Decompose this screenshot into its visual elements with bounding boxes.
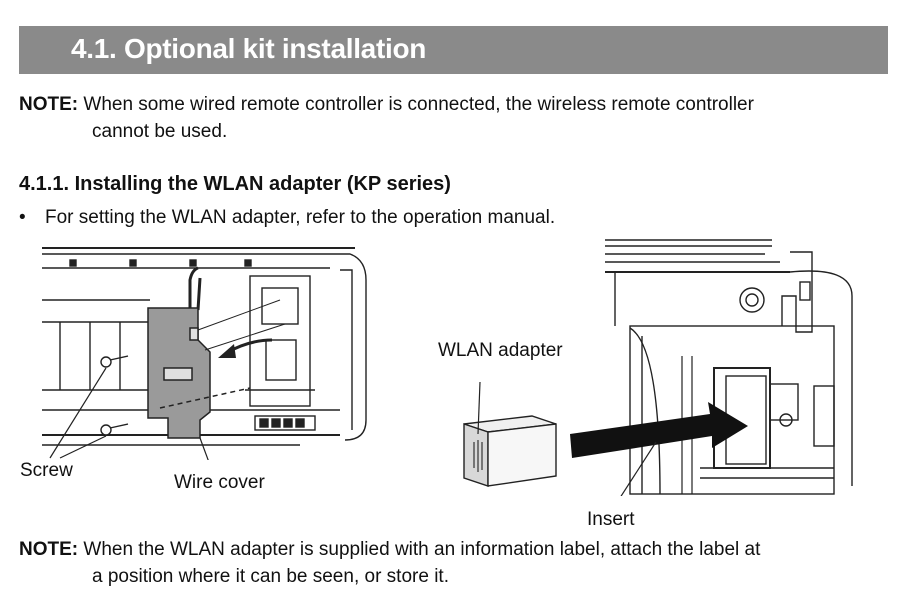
note-label: NOTE: — [19, 539, 79, 560]
note-text-line1: When some wired remote controller is con… — [83, 94, 754, 115]
bullet-symbol: • — [19, 207, 26, 228]
label-wire-cover: Wire cover — [174, 472, 265, 493]
figure-wlan-adapter-insertion — [463, 239, 853, 496]
note-text-line2: a position where it can be seen, or stor… — [92, 566, 449, 587]
label-screw: Screw — [20, 460, 73, 481]
figure-wire-cover-installation — [42, 247, 367, 460]
label-insert: Insert — [587, 509, 635, 530]
note-information-label: NOTE: When the WLAN adapter is supplied … — [19, 536, 889, 590]
note-text-line1: When the WLAN adapter is supplied with a… — [83, 539, 761, 560]
note-wired-remote: NOTE: When some wired remote controller … — [19, 91, 889, 145]
bullet-item: • For setting the WLAN adapter, refer to … — [19, 207, 555, 229]
section-header-bar: 4.1. Optional kit installation — [19, 26, 888, 74]
note-text-line2: cannot be used. — [92, 121, 228, 142]
note-label: NOTE: — [19, 94, 79, 115]
section-title: 4.1. Optional kit installation — [71, 33, 427, 64]
subsection-title: 4.1.1. Installing the WLAN adapter (KP s… — [19, 173, 451, 195]
bullet-text: For setting the WLAN adapter, refer to t… — [45, 207, 556, 228]
label-wlan-adapter: WLAN adapter — [438, 340, 563, 361]
